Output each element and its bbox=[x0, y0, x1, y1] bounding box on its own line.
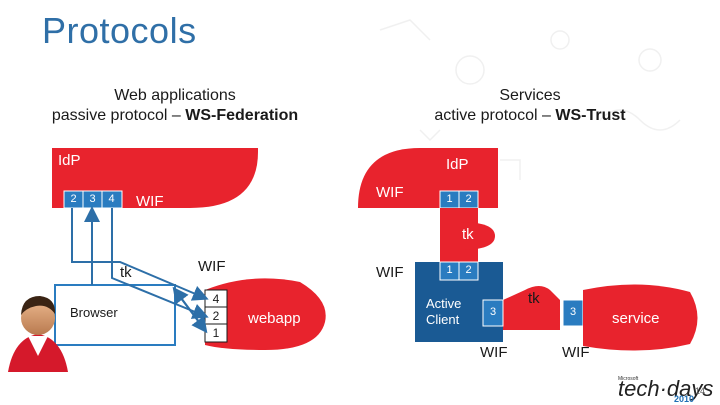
wif-label: WIF bbox=[136, 193, 164, 210]
left-heading-protocol: passive protocol – bbox=[51, 107, 186, 124]
left-heading-protocol-name: WS-Federation bbox=[185, 107, 299, 124]
tk-label: tk bbox=[462, 226, 474, 243]
active-client-line2: Client bbox=[426, 312, 460, 327]
logo-brand-main: tech·days bbox=[618, 376, 714, 401]
step-1: 1 bbox=[212, 326, 220, 340]
step-4: 4 bbox=[212, 292, 220, 306]
idp-right-label: IdP bbox=[446, 156, 469, 173]
right-heading-line2: active protocol – WS-Trust bbox=[418, 106, 642, 126]
step-1: 1 bbox=[446, 264, 453, 276]
step-3: 3 bbox=[489, 306, 497, 318]
wif-label: WIF bbox=[376, 264, 404, 281]
step-2: 2 bbox=[70, 193, 77, 205]
background-decoration bbox=[379, 19, 681, 180]
slide-number: 14 bbox=[695, 386, 706, 396]
left-heading-line1: Web applications bbox=[114, 87, 236, 104]
left-heading: Web applications passive protocol – WS-F… bbox=[40, 86, 310, 126]
right-heading: Services active protocol – WS-Trust bbox=[418, 86, 642, 126]
logo-year: 2010 bbox=[674, 394, 695, 404]
step-2: 2 bbox=[212, 309, 220, 323]
right-heading-protocol: active protocol – bbox=[434, 107, 556, 124]
user-avatar-icon bbox=[8, 296, 68, 372]
step-4: 4 bbox=[108, 193, 115, 205]
flow-arrows bbox=[71, 206, 209, 334]
step-3: 3 bbox=[89, 193, 96, 205]
wif-label: WIF bbox=[480, 344, 508, 361]
active-out-box bbox=[482, 299, 504, 327]
webapp-shape bbox=[205, 278, 326, 350]
right-heading-line1: Services bbox=[499, 87, 561, 104]
slide-title: Protocols bbox=[42, 10, 197, 51]
active-client-label: Active Client bbox=[426, 296, 461, 328]
logo-brand-small: Microsoft bbox=[618, 376, 639, 382]
step-2: 2 bbox=[465, 193, 472, 205]
right-heading-protocol-name: WS-Trust bbox=[555, 107, 626, 124]
wif-label: WIF bbox=[376, 184, 404, 201]
wif-label: WIF bbox=[198, 258, 226, 275]
browser-label: Browser bbox=[70, 305, 118, 320]
webapp-label: webapp bbox=[248, 310, 301, 327]
active-client-line1: Active bbox=[426, 296, 462, 311]
step-3: 3 bbox=[569, 306, 577, 318]
step-2: 2 bbox=[465, 264, 472, 276]
service-label: service bbox=[612, 310, 660, 327]
left-heading-line2: passive protocol – WS-Federation bbox=[40, 106, 310, 126]
wif-label: WIF bbox=[562, 344, 590, 361]
step-1: 1 bbox=[446, 193, 453, 205]
techdays-logo: Microsoft tech·days 2010 bbox=[618, 376, 713, 404]
tk-right-shape bbox=[503, 286, 560, 330]
tk-label: tk bbox=[528, 290, 540, 307]
tk-middle-shape bbox=[440, 222, 495, 250]
idp-left-label: IdP bbox=[58, 152, 81, 169]
tk-label: tk bbox=[120, 264, 132, 281]
service-shape bbox=[583, 284, 698, 351]
